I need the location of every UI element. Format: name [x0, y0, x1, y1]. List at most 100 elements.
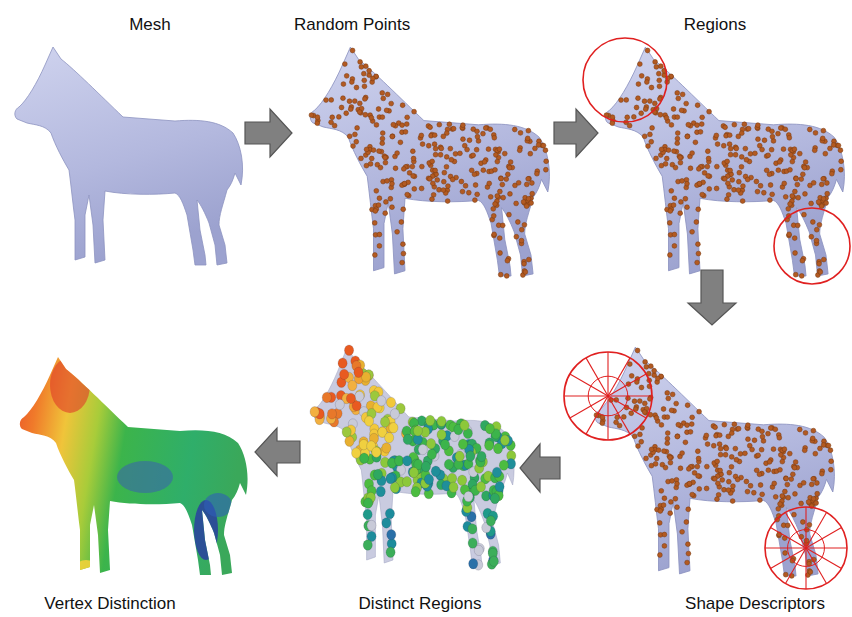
sample-point — [362, 97, 367, 102]
sample-point — [522, 261, 527, 266]
sample-point — [788, 202, 793, 207]
sphere-set — [310, 345, 516, 570]
sample-point — [806, 499, 811, 504]
sample-point — [809, 201, 814, 206]
sample-point — [498, 251, 503, 256]
sample-point — [437, 122, 442, 127]
sample-point — [657, 520, 662, 525]
sample-point — [374, 122, 379, 127]
sample-point — [828, 448, 833, 453]
sample-point — [459, 179, 464, 184]
stage-label: Mesh — [129, 15, 171, 35]
sample-point — [649, 447, 654, 452]
horse-mesh — [15, 47, 243, 265]
sample-point — [810, 220, 815, 225]
sample-point — [426, 143, 431, 148]
sample-point — [632, 399, 637, 404]
sample-point — [665, 391, 670, 396]
sample-point — [757, 498, 762, 503]
sample-point — [778, 126, 783, 131]
sample-point — [695, 103, 700, 108]
sample-point — [460, 123, 465, 128]
region-sphere — [345, 436, 354, 446]
sample-point — [728, 146, 733, 151]
sample-point — [527, 176, 532, 181]
descriptor-spoke — [586, 358, 608, 396]
sample-point — [838, 167, 843, 172]
sample-point — [770, 134, 775, 139]
sample-point — [786, 495, 791, 500]
sample-point — [372, 253, 377, 258]
sample-point — [430, 197, 435, 202]
sample-point — [373, 209, 378, 214]
sample-point — [482, 159, 487, 164]
sample-point — [410, 149, 415, 154]
sample-point — [400, 103, 405, 108]
sample-point — [715, 142, 720, 147]
sample-point — [370, 76, 375, 81]
sample-point — [751, 490, 756, 495]
sample-point — [670, 392, 675, 397]
region-sphere — [455, 451, 464, 461]
sample-point — [399, 220, 404, 225]
sample-point — [732, 122, 737, 127]
sample-point — [472, 172, 477, 177]
sample-point — [377, 149, 382, 154]
region-sphere — [489, 556, 498, 566]
sample-point — [347, 99, 352, 104]
sample-point — [657, 553, 662, 558]
sample-point — [723, 452, 728, 457]
sample-point — [355, 125, 360, 130]
sample-point — [412, 109, 417, 114]
sample-point — [463, 183, 468, 188]
sample-point — [743, 146, 748, 151]
sample-point — [662, 496, 667, 501]
sample-point — [444, 164, 449, 169]
sample-point — [667, 220, 672, 225]
sample-point — [704, 433, 709, 438]
sample-point — [447, 122, 452, 127]
sample-point — [380, 136, 385, 141]
sample-point — [499, 176, 504, 181]
sample-point — [441, 134, 446, 139]
sample-point — [772, 481, 777, 486]
sample-point — [659, 488, 664, 493]
sample-point — [458, 151, 463, 156]
sample-point — [661, 503, 666, 508]
sample-point — [737, 170, 742, 175]
sample-point — [839, 159, 844, 164]
flow-arrow — [688, 270, 736, 325]
sample-point — [761, 190, 766, 195]
sample-point — [809, 482, 814, 487]
sample-point — [734, 146, 739, 151]
sample-point — [718, 468, 723, 473]
sample-point — [514, 201, 519, 206]
sample-point — [685, 134, 690, 139]
sample-point — [491, 213, 496, 218]
sample-point — [768, 426, 773, 431]
region-sphere — [322, 392, 331, 402]
sample-point — [383, 155, 388, 160]
sample-point — [722, 422, 727, 427]
sample-point — [680, 529, 685, 534]
horse-mesh — [310, 47, 549, 276]
sample-point — [767, 172, 772, 177]
descriptor-spoke — [806, 547, 847, 548]
sample-point — [526, 257, 531, 262]
sample-point — [475, 134, 480, 139]
sample-point — [668, 499, 673, 504]
sample-point — [508, 160, 513, 165]
sample-point — [349, 80, 354, 85]
sample-point — [675, 505, 680, 510]
sample-point — [792, 512, 797, 517]
sample-point — [673, 496, 678, 501]
sample-point — [636, 82, 641, 87]
sample-point — [769, 147, 774, 152]
sample-point — [789, 477, 794, 482]
sample-point — [339, 105, 344, 110]
sample-point — [508, 191, 513, 196]
sample-point — [663, 465, 668, 470]
sample-point — [644, 80, 649, 85]
sample-point — [439, 146, 444, 151]
